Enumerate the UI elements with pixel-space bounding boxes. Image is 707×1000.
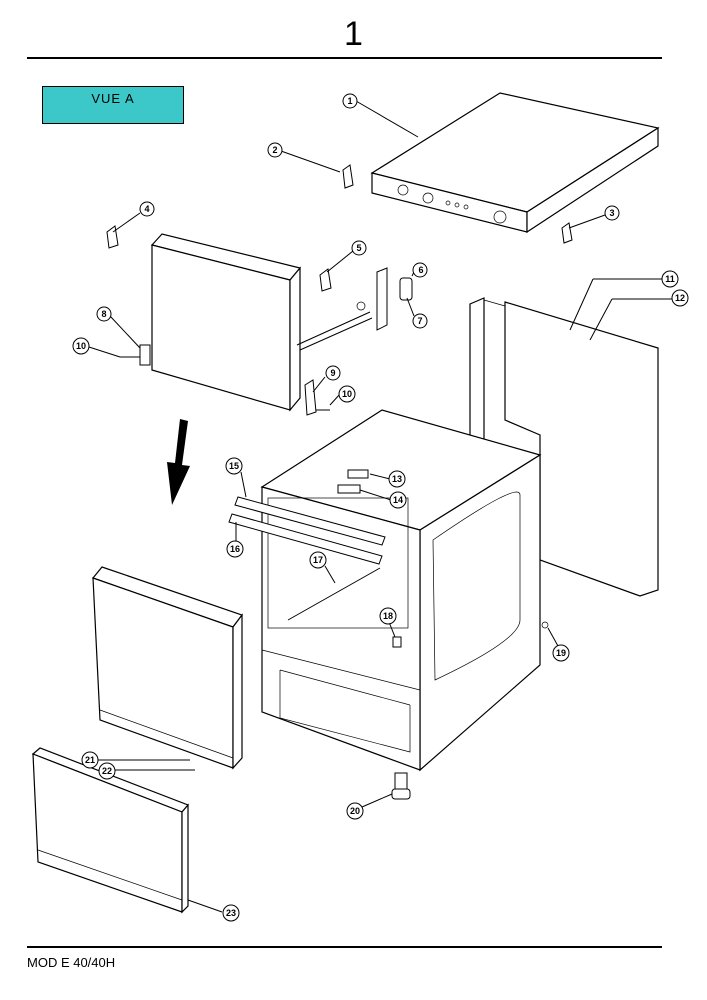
header-rule	[27, 57, 662, 59]
svg-text:7: 7	[417, 316, 422, 326]
kick-panel	[31, 747, 190, 914]
bracket-4	[106, 225, 119, 249]
callout-2: 2	[267, 142, 283, 158]
svg-text:22: 22	[102, 766, 112, 776]
svg-text:17: 17	[313, 555, 323, 565]
callout-18: 18	[379, 607, 397, 625]
screw-19	[541, 621, 549, 629]
callout-22: 22	[98, 762, 116, 780]
page-number: 1	[344, 15, 363, 53]
svg-text:6: 6	[418, 265, 423, 275]
callout-3: 3	[604, 205, 620, 221]
footer-rule	[27, 946, 662, 948]
callout-14: 14	[389, 491, 407, 509]
svg-text:2: 2	[272, 145, 277, 155]
bracket-3	[561, 222, 573, 244]
svg-text:12: 12	[675, 293, 685, 303]
front-door	[91, 566, 243, 770]
bracket-13	[347, 469, 369, 479]
main-cabinet	[260, 409, 542, 772]
callout-10a: 10	[72, 337, 90, 355]
callout-8: 8	[96, 306, 112, 322]
callout-10b: 10	[338, 385, 356, 403]
svg-text:9: 9	[330, 368, 335, 378]
control-panel	[150, 233, 373, 412]
callout-6: 6	[412, 262, 428, 278]
callout-19: 19	[552, 644, 570, 662]
side-panel	[469, 297, 659, 597]
svg-text:14: 14	[393, 495, 403, 505]
svg-text:16: 16	[230, 544, 240, 554]
svg-text:10: 10	[342, 389, 352, 399]
svg-text:15: 15	[229, 461, 239, 471]
svg-text:21: 21	[85, 755, 95, 765]
svg-text:8: 8	[101, 309, 106, 319]
callout-13: 13	[388, 470, 406, 488]
svg-text:20: 20	[350, 806, 360, 816]
svg-text:1: 1	[347, 96, 352, 106]
bracket-14	[337, 484, 361, 494]
foot	[391, 772, 411, 800]
callout-1: 1	[342, 93, 358, 109]
callout-9: 9	[325, 365, 341, 381]
callout-20: 20	[346, 802, 364, 820]
callout-23: 23	[222, 904, 240, 922]
callout-12: 12	[671, 289, 689, 307]
svg-text:23: 23	[226, 908, 236, 918]
model-label: MOD E 40/40H	[27, 955, 116, 970]
callout-7: 7	[412, 313, 428, 329]
callout-11: 11	[661, 270, 679, 288]
hinge-parts	[120, 266, 425, 416]
view-label: VUE A	[42, 86, 184, 124]
bracket-5	[319, 268, 332, 292]
callout-5: 5	[351, 240, 367, 256]
svg-text:5: 5	[356, 243, 361, 253]
rail-16	[228, 513, 383, 565]
clip-18	[392, 636, 402, 648]
callout-17: 17	[309, 551, 327, 569]
callout-4: 4	[139, 201, 155, 217]
svg-text:19: 19	[556, 648, 566, 658]
leader-lines	[88, 100, 673, 913]
callout-21: 21	[81, 751, 99, 769]
callout-16: 16	[226, 540, 244, 558]
svg-text:13: 13	[392, 474, 402, 484]
svg-text:18: 18	[383, 611, 393, 621]
svg-text:3: 3	[609, 208, 614, 218]
rail-15	[234, 496, 386, 546]
callout-15: 15	[225, 457, 243, 475]
direction-arrow	[167, 419, 190, 505]
rail-17	[287, 567, 381, 621]
top-cover	[370, 92, 660, 234]
bracket-2	[342, 164, 354, 189]
svg-text:4: 4	[144, 204, 149, 214]
svg-text:11: 11	[665, 274, 675, 284]
svg-text:10: 10	[76, 341, 86, 351]
